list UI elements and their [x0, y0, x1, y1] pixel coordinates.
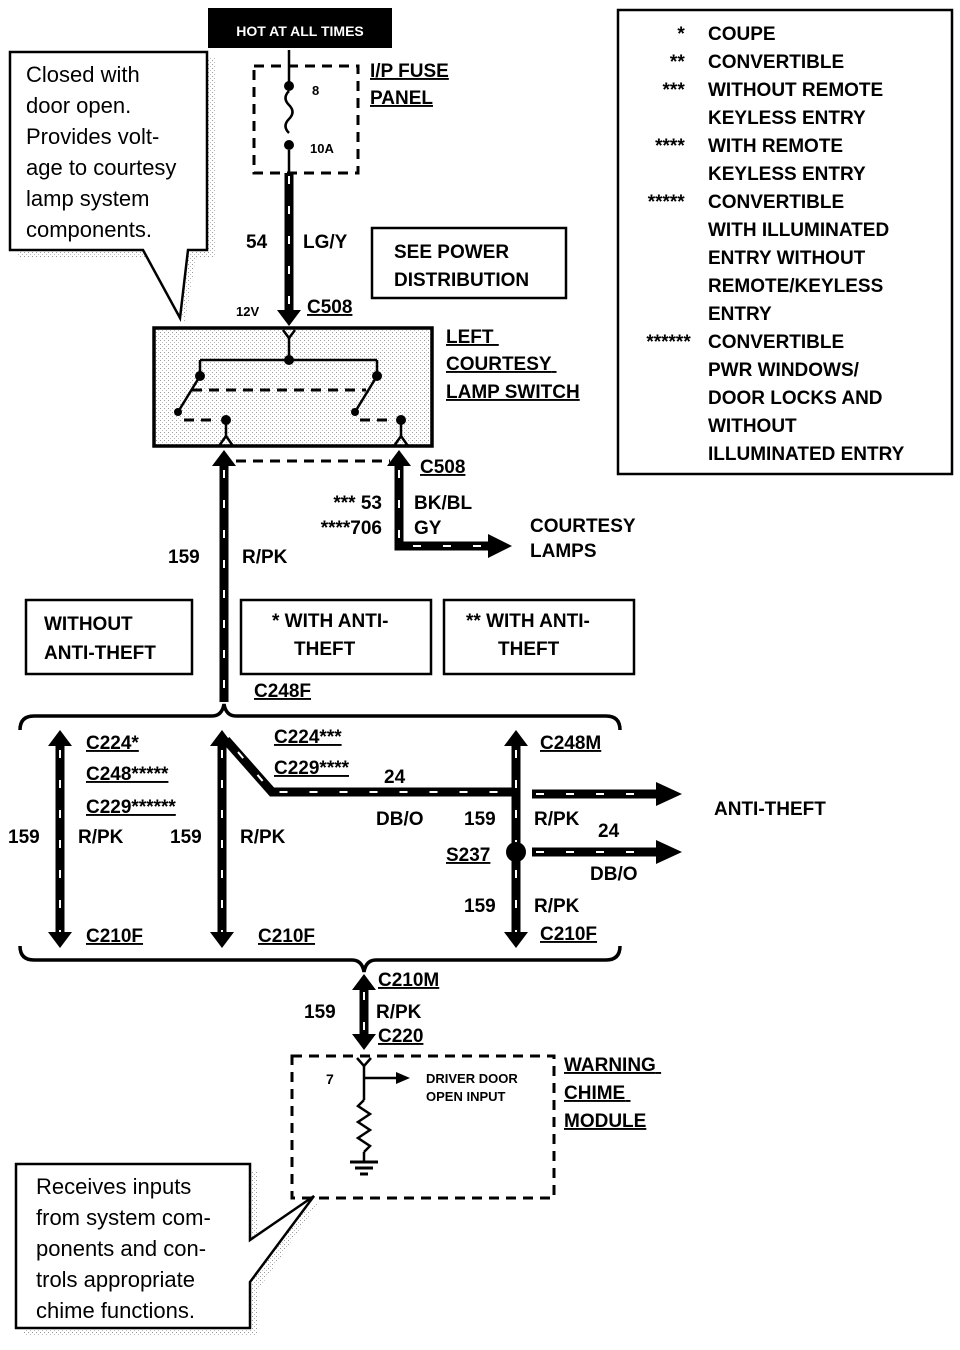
branch-c-c248m: C248M	[540, 733, 601, 754]
courtesy-lamp-switch: LEFT COURTESY LAMP SWITCH	[152, 326, 580, 448]
power-source-header: HOT AT ALL TIMES	[208, 8, 392, 48]
splice-s237	[506, 842, 526, 862]
branch-b-c229: C229****	[274, 758, 350, 779]
courtesy-lamps-label: COURTESY LAMPS	[530, 516, 641, 562]
branch-c-color-top: R/PK	[534, 809, 580, 830]
wire-159-lower-color: R/PK	[376, 1002, 422, 1023]
branch-a-c229: C229******	[86, 797, 176, 818]
wire-bkbl-color: BK/BL	[414, 493, 472, 514]
pull-up-resistor-icon	[355, 1099, 373, 1153]
fuse-panel-title-1: I/P FUSE	[370, 61, 449, 82]
wire-159-lower-circuit: 159	[304, 1002, 336, 1023]
switch-title: LEFT COURTESY LAMP SWITCH	[446, 327, 580, 403]
wire-54-circuit: 54	[246, 232, 268, 253]
connector-c220: C220	[378, 1026, 423, 1047]
anti-theft-label: ANTI-THEFT	[714, 799, 826, 820]
branch-b-circuit: 159	[170, 827, 202, 848]
svg-text:SEE POWER DISTRIBUTION: SEE POWER DISTRIBUTION	[394, 242, 529, 291]
branch-b-c224: C224***	[274, 727, 342, 748]
chime-input-label: DRIVER DOOR OPEN INPUT	[426, 1071, 521, 1104]
chime-module-callout: Receives inputs from system com- ponents…	[14, 1162, 320, 1336]
connector-c210m: C210M	[378, 970, 439, 991]
chime-module-title: WARNING CHIME MODULE	[564, 1055, 661, 1132]
branch-b-w24-circuit: 24	[384, 767, 406, 788]
legend-text: * COUPE ** CONVERTIBLE *** WITHOUT REMOT…	[646, 24, 904, 465]
option-box-antitheft-convertible: ** WITH ANTI- THEFT	[442, 598, 636, 676]
fuse-number: 8	[312, 83, 319, 98]
voltage-label: 12V	[236, 304, 259, 319]
see-power-distribution-box: SEE POWER DISTRIBUTION	[370, 226, 568, 300]
wire-54: 54 LG/Y 12V C508	[236, 173, 352, 326]
chime-module-note: Receives inputs from system com- ponents…	[36, 1174, 217, 1323]
wire-54-color: LG/Y	[303, 232, 348, 253]
svg-text:** WITH ANTI- THEFT: ** WITH ANTI- THEFT	[466, 611, 595, 660]
fuse-panel-title-2: PANEL	[370, 88, 433, 109]
wire-159-main-color: R/PK	[242, 547, 288, 568]
wire-53-circuit: *** 53	[333, 493, 382, 514]
option-brace-top	[18, 703, 622, 731]
branch-a-c224: C224*	[86, 733, 139, 754]
svg-text:* WITH ANTI- THEFT: * WITH ANTI- THEFT	[272, 611, 394, 660]
power-source-label: HOT AT ALL TIMES	[236, 23, 364, 39]
branch-a-circuit: 159	[8, 827, 40, 848]
branch-b-wire: C224*** C229**** 24 DB/O 159 R/PK C210F	[170, 727, 512, 948]
option-brace-bottom	[18, 945, 622, 973]
branch-c-circuit-bottom: 159	[464, 896, 496, 917]
wire-159-main-circuit: 159	[168, 547, 200, 568]
branch-b-c210f: C210F	[258, 926, 315, 947]
connector-c508-top: C508	[307, 297, 352, 318]
wire-159-main: 159 R/PK C248F	[168, 450, 390, 702]
branch-a-wire: C224* C248***** C229****** 159 R/PK C210…	[8, 730, 176, 948]
legend: * COUPE ** CONVERTIBLE *** WITHOUT REMOT…	[616, 8, 954, 476]
wire-706-circuit: ****706	[321, 518, 382, 539]
chime-pin: 7	[326, 1071, 334, 1087]
wire-gy-color: GY	[414, 518, 442, 539]
fuse-panel: 8 10A I/P FUSE PANEL	[252, 50, 449, 175]
branch-c-circuit-top: 159	[464, 809, 496, 830]
door-switch-callout: Closed with door open. Provides volt- ag…	[8, 50, 215, 323]
door-switch-note: Closed with door open. Provides volt- ag…	[26, 62, 183, 242]
option-box-without-antitheft: WITHOUT ANTI-THEFT	[24, 598, 194, 676]
branch-a-c210f: C210F	[86, 926, 143, 947]
connector-c248f: C248F	[254, 681, 311, 702]
fuse-icon	[284, 90, 294, 134]
switch-contact-left	[176, 375, 202, 413]
fuse-rating: 10A	[310, 141, 334, 156]
option-box-antitheft-coupe: * WITH ANTI- THEFT	[239, 598, 433, 676]
branch-b-color: R/PK	[240, 827, 286, 848]
branch-c-wire: C248M 159 R/PK 24 S237 DB/O 159 R/PK C21…	[446, 730, 826, 948]
connector-c508-side: C508	[420, 457, 465, 478]
branch-a-color: R/PK	[78, 827, 124, 848]
svg-text:WITHOUT ANTI-THEFT: WITHOUT ANTI-THEFT	[44, 614, 156, 664]
warning-chime-module: 7 DRIVER DOOR OPEN INPUT WARNING CHIME M…	[290, 1054, 661, 1200]
branch-c-splice: S237	[446, 845, 490, 866]
wire-53-706: C508 *** 53 ****706 BK/BL GY COURTESY LA…	[321, 450, 641, 562]
branch-b-w24-color: DB/O	[376, 809, 424, 830]
branch-c-w24-circuit: 24	[598, 821, 620, 842]
branch-a-c248: C248*****	[86, 764, 169, 785]
switch-contact-right	[353, 375, 379, 413]
branch-c-c210f: C210F	[540, 924, 597, 945]
branch-c-w24-color: DB/O	[590, 864, 638, 885]
wire-159-lower: C210M 159 R/PK C220	[304, 970, 439, 1050]
branch-c-color-bottom: R/PK	[534, 896, 580, 917]
